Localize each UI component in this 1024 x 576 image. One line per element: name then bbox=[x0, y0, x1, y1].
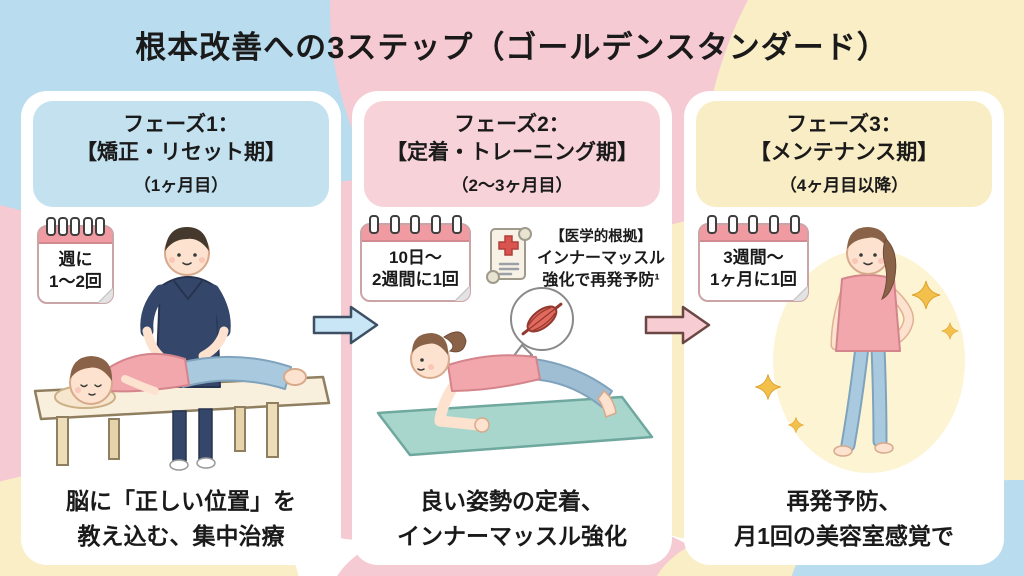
phase-3-caption: 再発予防、 月1回の美容室感覚で bbox=[684, 484, 1004, 553]
calendar-icon: 10日〜 2週間に1回 bbox=[360, 215, 471, 303]
phase-2-caption: 良い姿勢の定着、 インナーマッスル強化 bbox=[352, 484, 672, 553]
caption-line: 月1回の美容室感覚で bbox=[734, 522, 954, 549]
calendar-fold-corner bbox=[792, 286, 808, 302]
caption-line: 脳に「正しい位置」を bbox=[66, 488, 296, 514]
calendar-ring bbox=[769, 215, 780, 234]
calendar-ring bbox=[58, 217, 69, 236]
plank-woman-figure bbox=[410, 331, 617, 433]
evidence-title: 【医学的根拠】 bbox=[550, 229, 652, 245]
caption-line: 教え込む、集中治療 bbox=[77, 522, 285, 549]
calendar-fold-corner bbox=[454, 286, 470, 302]
medical-evidence-scroll-icon bbox=[486, 227, 532, 284]
phase-2-header: フェーズ2： 【定着・トレーニング期】 （2〜3ヶ月目） bbox=[364, 101, 660, 207]
phase-3-period: 【メンテナンス期】 bbox=[749, 141, 939, 165]
calendar-fold-corner bbox=[97, 288, 113, 304]
phase-2-frequency-line2: 2週間に1回 bbox=[372, 270, 459, 290]
phase-1-caption: 脳に「正しい位置」を 教え込む、集中治療 bbox=[21, 484, 341, 553]
phase-1-header: フェーズ1： 【矯正・リセット期】 （1ヶ月目） bbox=[33, 101, 329, 207]
medical-evidence-note: 【医学的根拠】 インナーマッスル 強化で再発予防¹ bbox=[534, 225, 668, 291]
calendar-ring bbox=[46, 217, 56, 236]
phase-2-card: フェーズ2： 【定着・トレーニング期】 （2〜3ヶ月目） bbox=[352, 91, 672, 565]
phase-2-months: （2〜3ヶ月目） bbox=[451, 175, 573, 195]
arrow-right-icon bbox=[312, 305, 379, 345]
red-cross-icon bbox=[498, 235, 519, 256]
phase1-treatment-illustration bbox=[33, 227, 331, 471]
calendar-ring bbox=[410, 215, 421, 234]
calendar-ring bbox=[707, 215, 717, 234]
phase-1-period: 【矯正・リセット期】 bbox=[76, 141, 286, 165]
calendar-ring bbox=[451, 215, 462, 234]
phase2-plank-illustration bbox=[376, 287, 654, 457]
calendar-rings bbox=[707, 215, 800, 234]
phase-2-name: フェーズ2： bbox=[454, 113, 570, 136]
phase-1-card: フェーズ1： 【矯正・リセット期】 （1ヶ月目） bbox=[21, 91, 341, 565]
sparkle-icon bbox=[755, 374, 781, 400]
phase-3-header: フェーズ3： 【メンテナンス期】 （4ヶ月目以降） bbox=[696, 101, 992, 207]
phase-3-months: （4ヶ月目以降） bbox=[779, 175, 909, 195]
sparkle-icon bbox=[911, 280, 941, 310]
caption-line: インナーマッスル強化 bbox=[397, 522, 627, 549]
evidence-line: インナーマッスル bbox=[536, 250, 665, 267]
phase-3-card: フェーズ3： 【メンテナンス期】 （4ヶ月目以降） bbox=[684, 91, 1004, 565]
arrow-right-icon bbox=[644, 305, 711, 345]
phase-1-frequency-line1: 週に bbox=[58, 250, 93, 269]
phase-3-frequency-line1: 3週間〜 bbox=[723, 248, 784, 267]
calendar-icon: 3週間〜 1ヶ月に1回 bbox=[698, 215, 809, 303]
muscle-icon bbox=[521, 302, 563, 336]
calendar-ring bbox=[789, 215, 800, 234]
evidence-line: 強化で再発予防¹ bbox=[542, 271, 660, 289]
patient-figure bbox=[69, 352, 307, 405]
caption-line: 再発予防、 bbox=[786, 488, 902, 514]
calendar-ring bbox=[748, 215, 759, 234]
phase-2-frequency-line1: 10日〜 bbox=[389, 248, 442, 267]
calendar-ring bbox=[431, 215, 442, 234]
calendar-ring bbox=[727, 215, 738, 234]
phase-3-frequency-line2: 1ヶ月に1回 bbox=[710, 270, 797, 290]
caption-line: 良い姿勢の定着、 bbox=[420, 488, 604, 514]
phase-1-name: フェーズ1： bbox=[123, 113, 239, 136]
phase-2-illustration-area: 10日〜 2週間に1回 【医学的根拠】 インナーマッスル 強化で再発予防¹ bbox=[352, 215, 672, 479]
calendar-rings bbox=[46, 217, 105, 236]
calendar-ring bbox=[369, 215, 379, 234]
calendar-icon: 週に 1〜2回 bbox=[37, 217, 114, 305]
phase-3-name: フェーズ3： bbox=[786, 113, 902, 136]
calendar-ring bbox=[389, 215, 400, 234]
phase-1-illustration-area: 週に 1〜2回 bbox=[21, 217, 341, 479]
phase-2-period: 【定着・トレーニング期】 bbox=[386, 141, 638, 165]
phase-1-frequency-line2: 1〜2回 bbox=[49, 272, 102, 292]
page-title: 根本改善への3ステップ（ゴールデンスタンダード） bbox=[135, 30, 889, 65]
standing-woman-figure bbox=[830, 227, 915, 457]
sparkle-icon bbox=[788, 417, 804, 433]
phase3-standing-woman-illustration bbox=[755, 227, 965, 473]
calendar-ring bbox=[70, 217, 81, 236]
sparkle-icon bbox=[941, 322, 959, 340]
phase-1-months: （1ヶ月目） bbox=[133, 175, 229, 195]
phase-3-illustration-area: 3週間〜 1ヶ月に1回 bbox=[684, 215, 1004, 479]
calendar-ring bbox=[82, 217, 93, 236]
calendar-ring bbox=[94, 217, 105, 236]
calendar-rings bbox=[369, 215, 462, 234]
